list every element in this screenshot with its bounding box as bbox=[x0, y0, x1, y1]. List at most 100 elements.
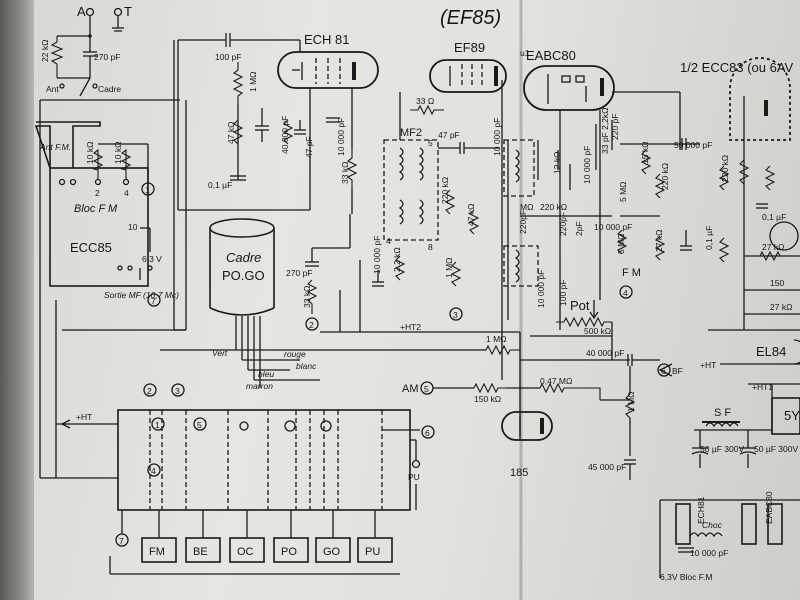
ech81-circuit: 100 pF 1 MΩ 47 kΩ 40 000 pF 47 pF 10 000… bbox=[177, 33, 358, 331]
mid-routing: 40 000 pF 6 BF +HT 1 MΩ 45 000 pF 1 MΩ A… bbox=[330, 332, 800, 480]
svg-text:10 000 pF: 10 000 pF bbox=[536, 270, 546, 308]
svg-text:10 000 pF: 10 000 pF bbox=[582, 146, 592, 184]
svg-text:8: 8 bbox=[428, 242, 433, 252]
ecc83-label: 1/2 ECC83 (ou 6AV bbox=[680, 60, 794, 75]
key-fm-label: FM bbox=[149, 546, 165, 558]
svg-text:5 MΩ: 5 MΩ bbox=[618, 181, 628, 202]
binding-edge bbox=[0, 0, 34, 600]
ef89-label: EF89 bbox=[454, 40, 485, 55]
svg-text:4: 4 bbox=[623, 288, 628, 298]
ech81-label: ECH 81 bbox=[304, 32, 350, 47]
bloc-fm-title: Bloc F M bbox=[74, 203, 118, 215]
c47b-label: 47 pF bbox=[438, 130, 460, 140]
choc-label: Choc bbox=[702, 520, 723, 530]
sf-label: S F bbox=[714, 407, 731, 419]
antenna-terminals: A T 22 kΩ 270 pF Ant Cadre bbox=[40, 4, 180, 101]
r220k-right-label: 220 kΩ bbox=[720, 155, 730, 182]
r22k-label: 22 kΩ bbox=[40, 40, 50, 62]
eabc80-tube: EABC80 u1 bbox=[520, 48, 615, 111]
r47k-label: 47 kΩ bbox=[226, 122, 236, 144]
svg-text:27 kΩ: 27 kΩ bbox=[654, 230, 664, 252]
svg-text:10: 10 bbox=[128, 222, 138, 232]
main-wires bbox=[62, 40, 601, 380]
svg-text:3: 3 bbox=[453, 310, 458, 320]
svg-text:1: 1 bbox=[155, 420, 160, 430]
c10000d-label: 10 000 pF bbox=[594, 222, 632, 232]
ef89-tube: EF89 bbox=[429, 40, 507, 93]
svg-text:3: 3 bbox=[175, 386, 180, 396]
svg-text:7: 7 bbox=[151, 296, 156, 306]
key-pu-label: PU bbox=[365, 546, 380, 558]
svg-text:2: 2 bbox=[309, 320, 314, 330]
heading-note: (EF85) bbox=[440, 7, 501, 29]
svg-text:15 kΩ: 15 kΩ bbox=[640, 142, 650, 164]
c100-label: 100 pF bbox=[215, 52, 241, 62]
key-be-label: BE bbox=[193, 546, 208, 558]
volume-pot: Pot 500 kΩ bbox=[530, 298, 613, 337]
svg-text:2: 2 bbox=[95, 188, 100, 198]
c01b-label: 0,1 µF bbox=[704, 226, 714, 250]
wire-marron-label: marron bbox=[246, 381, 273, 391]
c10000-label: 10 000 pF bbox=[336, 118, 346, 156]
c270b-label: 270 pF bbox=[286, 268, 312, 278]
r220kb-label: 220 kΩ bbox=[540, 202, 567, 212]
ht2-label: +HT2 bbox=[400, 322, 421, 332]
wire-rouge-label: rouge bbox=[284, 349, 306, 359]
r047m-label: 0,47 MΩ bbox=[540, 376, 572, 386]
svg-text:2pF: 2pF bbox=[574, 221, 584, 236]
wire-bleu-label: bleu bbox=[258, 369, 274, 379]
wire-vert-label: Vert bbox=[212, 348, 228, 358]
svg-text:1: 1 bbox=[145, 185, 150, 195]
terminal-a-label: A bbox=[77, 4, 86, 19]
svg-text:220 kΩ: 220 kΩ bbox=[660, 163, 670, 190]
c100b-label: 100 pF bbox=[558, 280, 568, 306]
svg-text:6: 6 bbox=[425, 428, 430, 438]
c40000b-label: 40 000 pF bbox=[586, 348, 624, 358]
r27k-right-label: 27 kΩ bbox=[762, 242, 784, 252]
detector-circuit: 12 kΩ 10 000 pF 33 pF 2,2kΩ 220 pF 5 MΩ … bbox=[503, 91, 714, 320]
cadre-title: Cadre bbox=[226, 250, 261, 265]
svg-text:5: 5 bbox=[197, 420, 202, 430]
r10k-label-b: 10 kΩ bbox=[113, 142, 123, 164]
key-go-label: GO bbox=[323, 546, 341, 558]
svg-text:12 kΩ: 12 kΩ bbox=[552, 152, 562, 174]
c10000c-label: 10 000 pF bbox=[372, 236, 382, 274]
ef85-tube: 185 bbox=[501, 411, 553, 479]
cadre-model: PO.GO bbox=[222, 268, 265, 283]
5y-label: 5Y bbox=[784, 408, 800, 423]
r1mc-label: 1 MΩ bbox=[486, 334, 507, 344]
svg-text:7: 7 bbox=[119, 536, 124, 546]
ht1-label: +HT1 bbox=[752, 382, 773, 392]
pot-value: 500 kΩ bbox=[584, 326, 611, 336]
svg-text:2: 2 bbox=[147, 386, 152, 396]
c47-label: 47 pF bbox=[304, 136, 314, 158]
c01-label: 0,1 µF bbox=[208, 180, 232, 190]
el84-label: EL84 bbox=[756, 344, 786, 359]
ht-right-label: +HT bbox=[700, 360, 716, 370]
key-oc-label: OC bbox=[237, 546, 254, 558]
r33-label: 33 Ω bbox=[416, 96, 434, 106]
r47kb-label: 47 kΩ bbox=[466, 204, 476, 226]
c270-label: 270 pF bbox=[94, 52, 120, 62]
terminal-t-label: T bbox=[124, 4, 132, 19]
c50uf-label: 50 µF 300V bbox=[700, 444, 744, 454]
c50ufb-label: 50 µF 300V bbox=[754, 444, 798, 454]
svg-text:4: 4 bbox=[124, 188, 129, 198]
r150-label: 150 bbox=[770, 278, 784, 288]
wire-blanc-label: blanc bbox=[296, 361, 317, 371]
c45000-label: 45 000 pF bbox=[588, 462, 626, 472]
ant-label: Ant bbox=[46, 84, 59, 94]
svg-text:220pF: 220pF bbox=[518, 210, 528, 234]
eabc80-label: EABC80 bbox=[526, 48, 576, 63]
r27k-right-label-b: 27 kΩ bbox=[770, 302, 792, 312]
svg-text:33 pF 2,2kΩ: 33 pF 2,2kΩ bbox=[600, 107, 610, 154]
pu-label: PU bbox=[408, 472, 420, 482]
svg-text:4: 4 bbox=[386, 236, 391, 246]
r1md-label: 1 MΩ bbox=[626, 391, 636, 412]
r150k-label: 150 kΩ bbox=[474, 394, 501, 404]
am-label: AM bbox=[402, 383, 419, 395]
svg-text:6: 6 bbox=[661, 366, 666, 376]
pot-label: Pot bbox=[570, 298, 590, 313]
mf2-label: MF2 bbox=[400, 127, 422, 139]
